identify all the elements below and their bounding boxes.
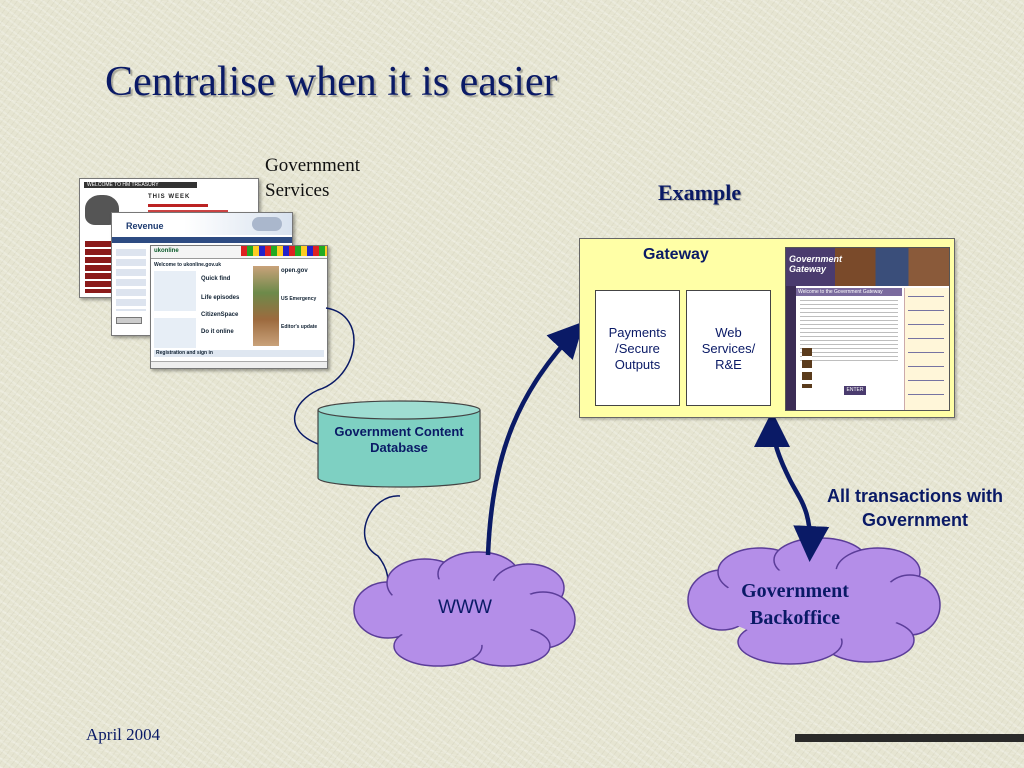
ukonline-welcome: Welcome to ukonline.gov.uk [154,262,222,268]
www-label: WWW [438,597,492,618]
gg-enter-button: ENTER [844,386,866,395]
life-episodes: Life episodes [201,295,240,301]
all-transactions-label: All transactions with Government [826,486,1004,530]
gateway-backoffice-arrow [754,411,830,562]
footer-date: April 2004 [86,725,161,744]
government-gateway-screenshot: Government Gateway Welcome to the Govern… [785,247,950,411]
editors-update: Editor's update [281,324,318,330]
footer-bar [795,734,1024,742]
sites-to-database-connector [294,307,355,445]
do-it-online: Do it online [201,329,234,335]
gateway-title: Gateway [643,246,709,263]
citizenspace: CitizenSpace [201,312,239,318]
slide-title: Centralise when it is easier [105,59,558,105]
treasury-week: THIS WEEK [148,194,191,200]
registration-bar: Registration and sign in [154,350,324,357]
ukonline-logo: ukonline [154,248,179,254]
backoffice-label: Government Backoffice [741,580,849,629]
gg-title: Government Gateway [789,254,843,274]
quick-find: Quick find [201,276,231,282]
example-label: Example [658,180,742,205]
gg-welcome: Welcome to the Government Gateway [796,288,902,296]
revenue-logo: Revenue [126,221,164,231]
database-label: Government Content Database [334,424,464,455]
web-services-box: Web Services/ R&E [686,290,771,406]
us-emergency: US Emergency [281,296,317,302]
ukonline-screenshot: ukonline Welcome to ukonline.gov.uk Quic… [150,245,328,369]
www-cloud [353,551,576,667]
database-cylinder [317,400,481,488]
treasury-header: WELCOME TO HM TREASURY [84,182,197,188]
government-services-label: Government Services [265,155,360,201]
backoffice-cloud [687,537,941,665]
payments-secure-outputs-box: Payments /Secure Outputs [595,290,680,406]
open-gov: open.gov [281,268,308,274]
www-to-gateway-arrow [485,321,585,556]
